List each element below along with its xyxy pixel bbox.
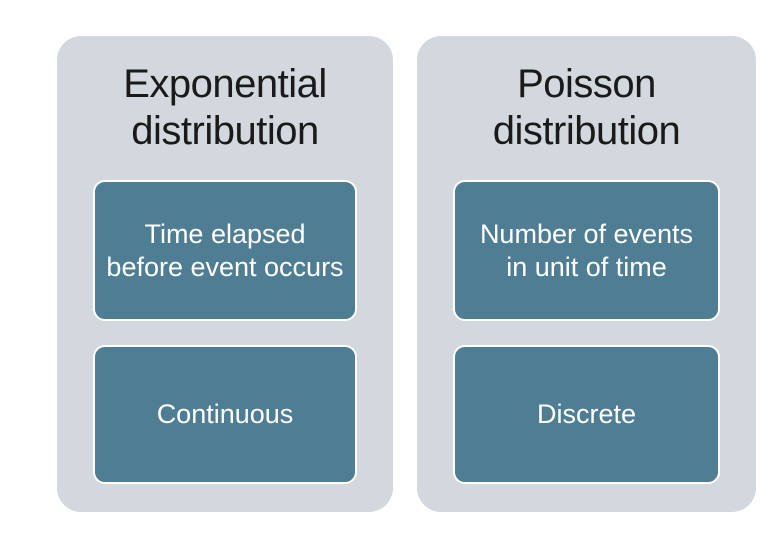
- poisson-description-box: Number of events in unit of time: [453, 180, 720, 321]
- exponential-description-box: Time elapsed before event occurs: [93, 180, 357, 321]
- exponential-panel: Exponential distribution Time elapsed be…: [57, 36, 393, 512]
- poisson-panel: Poisson distribution Number of events in…: [417, 36, 756, 512]
- poisson-panel-title: Poisson distribution: [492, 61, 681, 153]
- exponential-type-box: Continuous: [93, 345, 357, 484]
- exponential-panel-title: Exponential distribution: [123, 61, 327, 153]
- poisson-type-box: Discrete: [453, 345, 720, 484]
